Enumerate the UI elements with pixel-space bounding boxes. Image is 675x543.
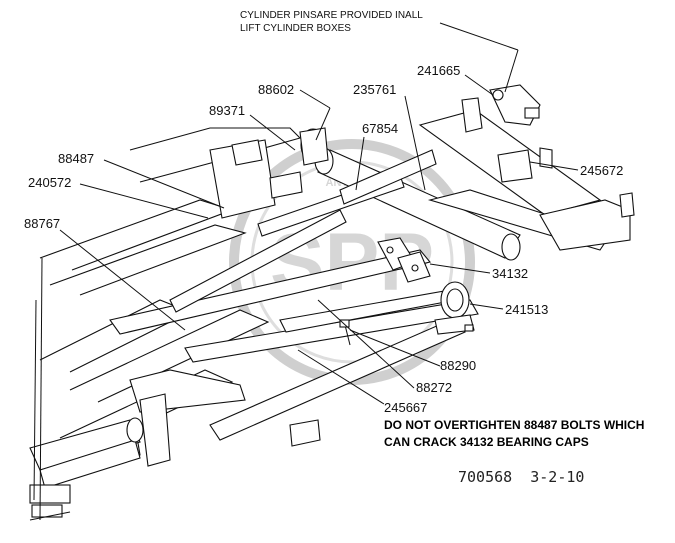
label-241513: 241513	[505, 302, 548, 317]
label-88767: 88767	[24, 216, 60, 231]
note-cylinder-pins: CYLINDER PINSARE PROVIDED INALL LIFT CYL…	[240, 10, 519, 93]
callout-245672: 245672	[529, 161, 623, 178]
callout-241665: 241665	[417, 63, 494, 96]
label-240572: 240572	[28, 175, 71, 190]
label-67854: 67854	[362, 121, 398, 136]
callout-240572: 240572	[28, 175, 209, 219]
callout-245667: 245667	[297, 349, 427, 415]
label-245672: 245672	[580, 163, 623, 178]
pivot-hub-241513	[434, 281, 475, 335]
label-88272: 88272	[416, 380, 452, 395]
warning-line-1: DO NOT OVERTIGHTEN 88487 BOLTS WHICH	[384, 418, 644, 432]
label-89371: 89371	[209, 103, 245, 118]
label-235761: 235761	[353, 82, 396, 97]
callout-241513: 241513	[469, 302, 548, 317]
label-88487: 88487	[58, 151, 94, 166]
label-241665: 241665	[417, 63, 460, 78]
bolt-88290	[339, 319, 474, 346]
callout-88487: 88487	[58, 151, 225, 209]
frame-drawing	[29, 84, 635, 521]
callout-88767: 88767	[24, 216, 186, 331]
callout-34132: 34132	[429, 263, 528, 281]
note-line-1: CYLINDER PINSARE PROVIDED INALL	[240, 10, 423, 21]
bearing-cap-34132	[377, 237, 431, 283]
callout-88272: 88272	[317, 299, 452, 395]
label-88602: 88602	[258, 82, 294, 97]
drawing-reference: 700568 3-2-10	[458, 468, 584, 486]
label-245667: 245667	[384, 400, 427, 415]
warning-note: DO NOT OVERTIGHTEN 88487 BOLTS WHICH CAN…	[384, 418, 644, 449]
note-line-2: LIFT CYLINDER BOXES	[240, 23, 351, 34]
callout-67854: 67854	[355, 121, 398, 191]
callout-89371: 89371	[209, 103, 296, 151]
label-34132: 34132	[492, 266, 528, 281]
label-88290: 88290	[440, 358, 476, 373]
warning-line-2: CAN CRACK 34132 BEARING CAPS	[384, 435, 589, 449]
callout-88602: 88602	[258, 82, 331, 141]
callout-88290: 88290	[349, 329, 476, 373]
callout-235761: 235761	[353, 82, 426, 191]
hydraulic-cylinder-bottom-left	[29, 417, 144, 521]
